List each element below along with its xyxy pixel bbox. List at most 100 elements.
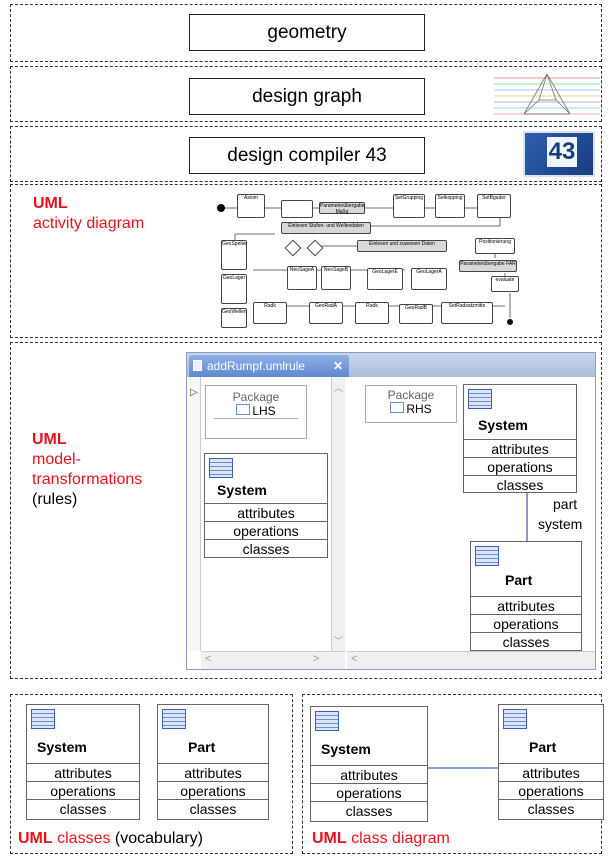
act-node-geolagere: GeoLagerE	[367, 268, 403, 290]
class-name: Part	[188, 739, 216, 755]
operations-compartment: operations	[27, 782, 139, 800]
lhs-system-class[interactable]: System attributes operations classes	[204, 453, 328, 558]
vocab-part-class[interactable]: Part attributes operations classes	[157, 704, 269, 820]
rhs-package-keyword: Package	[387, 388, 435, 402]
act-node-parameter: Parameterübergabe Maßg	[319, 202, 365, 215]
transformation-uml-word: UML	[32, 431, 67, 448]
transformation-band	[10, 342, 602, 679]
attributes-compartment: attributes	[471, 597, 581, 615]
operations-compartment: operations	[311, 784, 427, 802]
rhs-role-system: system	[538, 516, 583, 532]
folder-icon	[236, 404, 251, 415]
design-graph-band	[10, 66, 602, 122]
act-node-parameter-far: Parameterübergabe FAR	[459, 260, 517, 272]
expand-arrow-icon[interactable]: ▷	[190, 387, 198, 398]
act-node-einlesen-stufen: Einlesen Stufen- und Wellendaten	[281, 222, 371, 234]
vocabulary-band	[10, 694, 293, 854]
class-name: System	[217, 482, 267, 498]
activity-band	[10, 184, 602, 338]
class-icon	[468, 389, 492, 409]
rhs-package-name: RHS	[366, 402, 456, 416]
rhs-association-line	[526, 488, 528, 542]
rhs-part-class[interactable]: Part attributes operations classes	[470, 541, 582, 651]
attributes-compartment: attributes	[27, 764, 139, 782]
class-name: System	[37, 739, 87, 755]
act-node-setgrupping: SetGrupping	[393, 194, 425, 218]
class-icon	[31, 709, 55, 729]
vocab-paren-word: (vocabulary)	[114, 830, 203, 847]
vocab-system-class[interactable]: System attributes operations classes	[26, 704, 140, 820]
file-icon	[193, 360, 202, 371]
attributes-compartment: attributes	[499, 764, 603, 782]
act-node-setradsatzmitte: SetRadsatzmitte	[441, 302, 493, 324]
diagram-system-class[interactable]: System attributes operations classes	[310, 706, 428, 822]
class-name: System	[321, 741, 371, 757]
rhs-role-part: part	[553, 496, 578, 512]
act-node-positionierung: Positionierung	[475, 238, 515, 254]
class-diagram-association-line	[428, 767, 498, 769]
attributes-compartment: attributes	[311, 766, 427, 784]
scroll-down-icon[interactable]: ﹀	[334, 636, 344, 646]
scroll-left-icon[interactable]: <	[205, 653, 212, 665]
classes-compartment: classes	[59, 801, 107, 817]
class-icon	[162, 709, 186, 729]
geometry-label: geometry	[267, 21, 347, 43]
lhs-package-keyword: Package	[232, 390, 280, 404]
act-node-evaluate: evaluate	[491, 276, 519, 292]
classes-compartment: classes	[345, 803, 393, 819]
editor-tab[interactable]: addRumpf.umlrule ✕	[189, 355, 349, 377]
logo-43-text: 43	[547, 137, 577, 167]
activity-uml-word: UML	[33, 195, 68, 212]
act-node-geolagera: GeoLagerA	[411, 268, 447, 290]
rhs-horizontal-scrollbar[interactable]: <	[347, 651, 595, 669]
activity-label: UML activity diagram	[33, 194, 144, 234]
lhs-package: Package LHS	[205, 385, 307, 439]
class-name: System	[478, 417, 528, 433]
design-compiler-label: design compiler 43	[227, 144, 387, 166]
close-icon[interactable]: ✕	[332, 359, 343, 373]
rhs-system-class[interactable]: System attributes operations classes	[463, 384, 577, 493]
rhs-package: Package RHS	[365, 385, 457, 423]
act-node-neosagea: NeoSageA	[287, 266, 317, 290]
act-node-setbgader: SetBgader	[477, 194, 511, 218]
geometry-band	[10, 4, 602, 62]
lhs-vertical-scrollbar[interactable]: ︿ ﹀	[331, 377, 345, 651]
act-node-geowellen: GeoWellen	[221, 308, 247, 328]
scroll-up-icon[interactable]: ︿	[334, 383, 344, 393]
scroll-left-icon[interactable]: <	[351, 653, 358, 665]
class-icon	[315, 711, 339, 731]
vocab-uml-word: UML	[18, 830, 53, 847]
geometry-layer-box: geometry	[189, 14, 425, 51]
vocab-classes-word: classes	[57, 830, 111, 847]
operations-compartment: operations	[205, 522, 327, 540]
attributes-compartment: attributes	[464, 440, 576, 458]
class-icon	[503, 709, 527, 729]
scroll-right-icon[interactable]: >	[313, 653, 320, 665]
classes-compartment: classes	[189, 801, 237, 817]
activity-diagram: Axiom Parameterübergabe Maßg SetGrupping…	[215, 188, 525, 330]
operations-compartment: operations	[499, 782, 603, 800]
lhs-horizontal-scrollbar[interactable]: < >	[201, 651, 345, 669]
class-icon	[475, 546, 499, 566]
editor-ruler: ▷	[187, 377, 201, 651]
vocabulary-caption: UML classes (vocabulary)	[18, 830, 203, 848]
act-node-1	[281, 200, 313, 218]
act-node-setkopping: Setkopping	[435, 194, 465, 218]
editor-tab-title: addRumpf.umlrule	[207, 359, 306, 373]
folder-icon	[390, 402, 405, 413]
transformation-rules-note: (rules)	[32, 491, 78, 508]
design-compiler-layer-box: design compiler 43	[189, 137, 425, 174]
transformation-label: UML model- transformations (rules)	[32, 430, 172, 510]
act-node-georada: GeoRadA	[309, 302, 343, 324]
classes-compartment: classes	[502, 634, 550, 650]
diagram-part-class[interactable]: Part attributes operations classes	[498, 704, 604, 820]
attributes-compartment: attributes	[205, 504, 327, 522]
diagram-uml-word: UML	[312, 830, 347, 847]
operations-compartment: operations	[471, 615, 581, 633]
act-node-neosageb: NeoSageB	[321, 266, 351, 290]
act-node-einlesen-daten: Einlesen und zuweisen Daten	[357, 240, 447, 252]
act-node-geospeiler: GeoSpeiler	[221, 240, 247, 270]
act-node-radk-1: Radk	[253, 302, 287, 324]
class-diagram-caption: UML class diagram	[312, 830, 450, 848]
diagram-title-word: class diagram	[351, 830, 450, 847]
